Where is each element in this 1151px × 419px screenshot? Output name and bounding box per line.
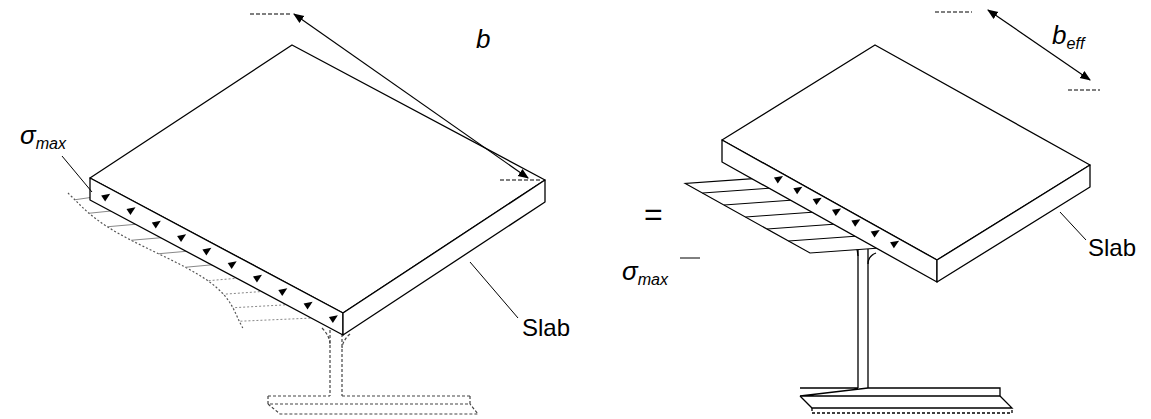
stress-arrowhead	[152, 221, 161, 229]
steel-beam	[800, 241, 1012, 413]
leader-line	[470, 262, 518, 318]
leader-line	[1060, 212, 1086, 240]
stress-arrowhead	[101, 194, 110, 202]
stress-arrowhead	[304, 302, 313, 310]
stress-symbol: σmax	[622, 258, 668, 284]
leader-line	[680, 258, 700, 259]
stress-arrowhead	[253, 275, 262, 283]
stress-symbol: σmax	[20, 122, 66, 148]
part-label: Slab	[522, 316, 570, 340]
equals-sign: =	[644, 198, 663, 230]
stress-arrowhead	[177, 234, 186, 242]
dimension-label: beff	[1052, 22, 1084, 48]
dimension-line	[935, 10, 1100, 90]
part-label: Slab	[1088, 236, 1136, 260]
stress-arrowhead	[851, 219, 860, 226]
dimension-label: b	[476, 26, 490, 52]
stress-arrowhead	[278, 288, 287, 296]
stress-arrowhead	[890, 241, 899, 248]
stress-arrowhead	[813, 198, 822, 205]
stress-arrows	[101, 194, 338, 323]
stress-arrowhead	[871, 230, 880, 237]
stress-arrowhead	[774, 176, 783, 183]
steel-beam-hidden	[268, 328, 478, 414]
stress-arrowhead	[832, 208, 841, 215]
concrete-slab	[90, 45, 545, 335]
stress-arrowhead	[329, 315, 338, 323]
concrete-slab	[722, 45, 1090, 282]
stress-arrowhead	[126, 207, 135, 215]
dimension-line	[250, 14, 540, 180]
leader-line	[62, 156, 92, 192]
stress-arrowhead	[793, 187, 802, 194]
stress-arrowhead	[228, 261, 237, 269]
stress-arrows	[774, 176, 899, 248]
stress-arrowhead	[202, 248, 211, 256]
